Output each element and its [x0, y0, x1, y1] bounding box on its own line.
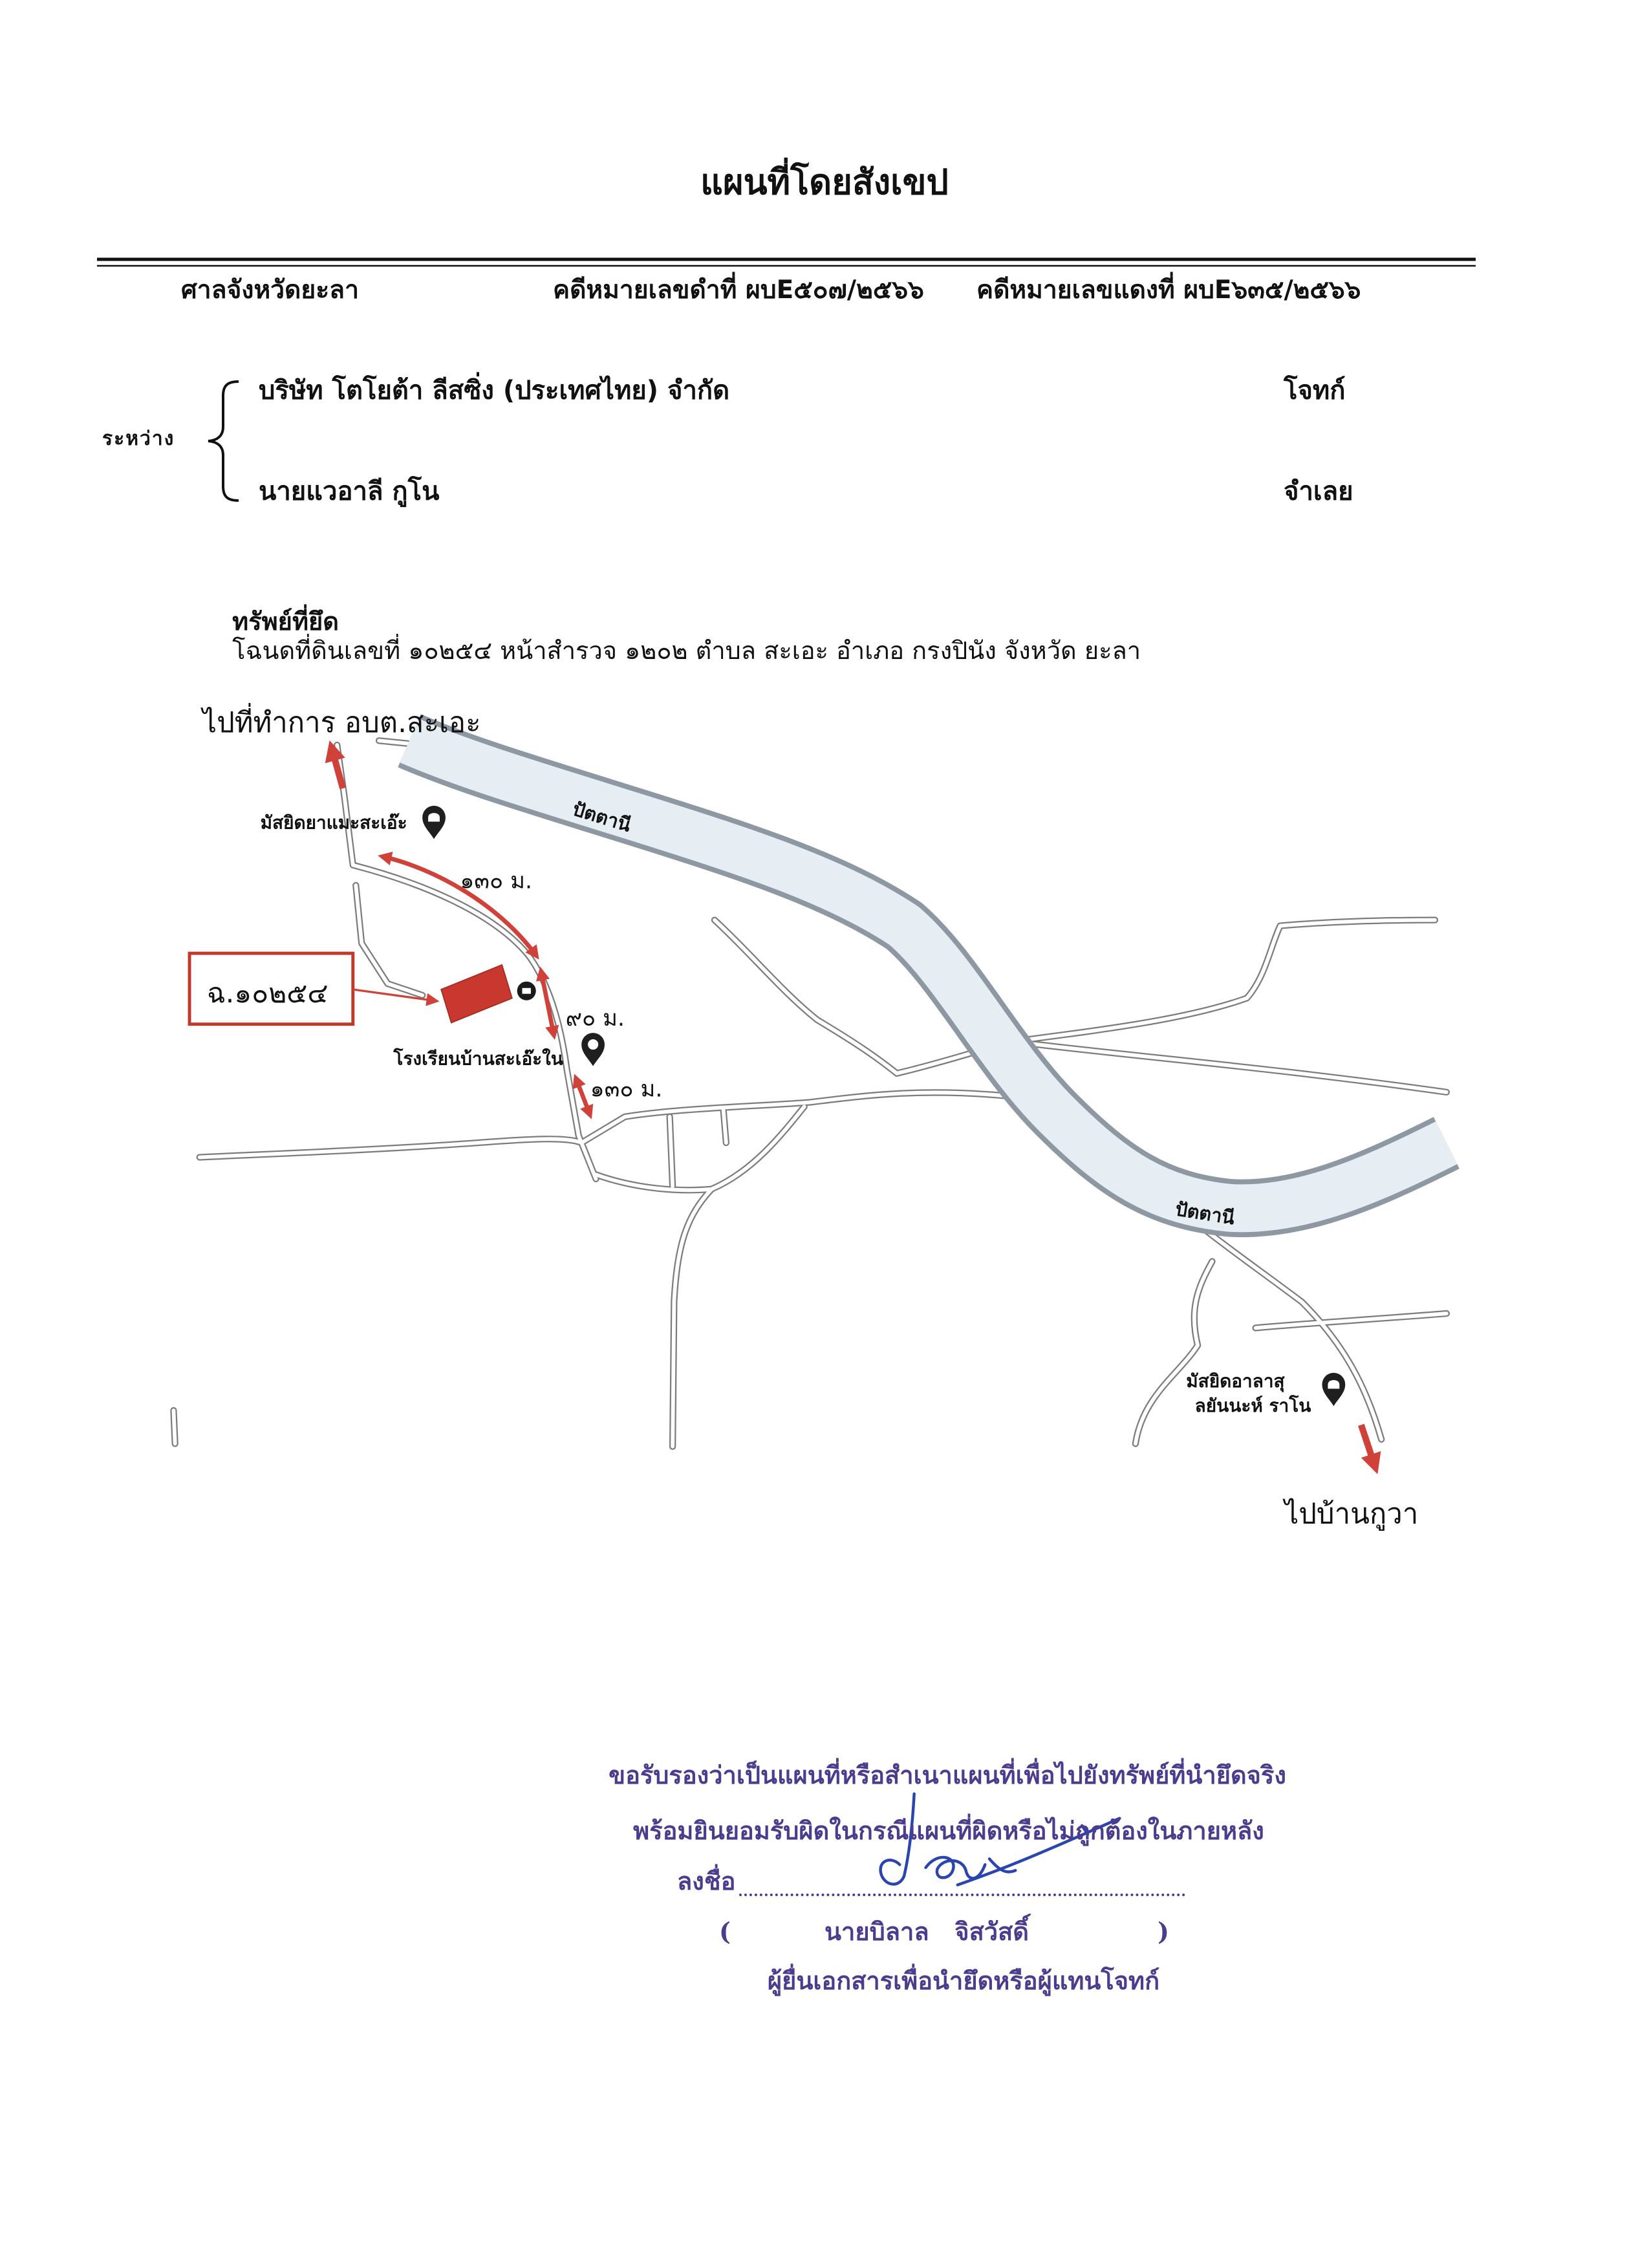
plot-callout-label: ฉ.๑๐๒๕๔: [207, 978, 329, 1010]
defendant-role: จำเลย: [1284, 477, 1353, 506]
seized-property-text: โฉนดที่ดินเลขที่ ๑๐๒๕๔ หน้าสำรวจ ๑๒๐๒ ตำ…: [232, 636, 1141, 665]
court-name: ศาลจังหวัดยะลา: [181, 275, 359, 305]
school-building-icon: [517, 981, 536, 1000]
roads-outline: [173, 740, 1446, 1447]
sign-label: ลงชื่อ: [677, 1866, 736, 1895]
open-parenthesis: (: [719, 1917, 731, 1946]
certification-line-1: ขอรับรองว่าเป็นแผนที่หรือสำเนาแผนที่เพื่…: [609, 1760, 1286, 1789]
signer-title: ผู้ยื่นเอกสารเพื่อนำยึดหรือผู้แทนโจทก์: [767, 1966, 1160, 1995]
plot-callout-line: [352, 988, 440, 1006]
page-title: แผนที่โดยสังเขป: [700, 162, 949, 202]
river-outline: [398, 714, 1460, 1238]
school-label: โรงเรียนบ้านสะเอ๊ะใน: [393, 1047, 563, 1069]
distance-label-3: ๑๓๐ ม.: [590, 1077, 663, 1103]
black-case-number: คดีหมายเลขดำที่ ผบE๕๐๗/๒๕๖๖: [553, 275, 924, 305]
school-pin-icon: [581, 1033, 605, 1066]
mosque-label-2-line1: มัสยิดอาลาสุ: [1186, 1370, 1285, 1392]
distance-arc-130m: [378, 851, 539, 960]
direction-arrow-down-icon: [1358, 1423, 1381, 1474]
river-water: [400, 718, 1458, 1233]
signer-name: นายบิลาล จิสวัสดิ์: [824, 1917, 1029, 1946]
distance-arrow-130m: [572, 1074, 594, 1119]
seized-property-line: ทรัพย์ที่ยึด โฉนดที่ดินเลขที่ ๑๐๒๕๔ หน้า…: [217, 578, 1141, 666]
river-label-lower: ปัตตานี: [1174, 1198, 1236, 1229]
close-parenthesis: ): [1158, 1917, 1169, 1946]
certification-line-2: พร้อมยินยอมรับผิดในกรณีแผนที่ผิดหรือไม่ถ…: [633, 1816, 1264, 1845]
signature-row: ลงชื่อ: [677, 1866, 1186, 1896]
signature-dotted-line: [739, 1872, 1186, 1896]
to-village-label: ไปบ้านกูวา: [1282, 1497, 1418, 1531]
mosque-label-1: มัสยิดยาแมะสะเอ๊ะ: [261, 812, 407, 834]
red-case-number: คดีหมายเลขแดงที่ ผบE๖๓๕/๒๕๖๖: [976, 275, 1361, 305]
defendant-name: นายแวอาลี กูโน: [259, 477, 440, 506]
river-label-upper: ปัตตานี: [570, 798, 634, 837]
distance-label-2: ๙๐ ม.: [566, 1006, 625, 1031]
mosque-pin-icon-2: [1322, 1372, 1346, 1407]
distance-label-1: ๑๓๐ ม.: [460, 868, 532, 894]
to-office-label: ไปที่ทำการ อบต.สะเอะ: [200, 703, 480, 739]
seized-property-label: ทรัพย์ที่ยึด: [232, 607, 339, 636]
direction-arrow-up-icon: [325, 740, 346, 790]
parties-brace: [208, 380, 239, 502]
plot-callout-box: [188, 951, 355, 1026]
roads-fill: [173, 740, 1446, 1447]
distance-arrow-90m: [535, 966, 559, 1040]
between-label: ระหว่าง: [102, 427, 175, 450]
mosque-label-2-line2: ลยันนะห์ ราโน: [1195, 1394, 1311, 1416]
plaintiff-role: โจทก์: [1284, 376, 1346, 405]
plaintiff-name: บริษัท โตโยต้า ลีสซิ่ง (ประเทศไทย) จำกัด: [259, 376, 730, 405]
seized-plot-polygon: [440, 964, 513, 1024]
mosque-pin-icon: [422, 805, 446, 839]
